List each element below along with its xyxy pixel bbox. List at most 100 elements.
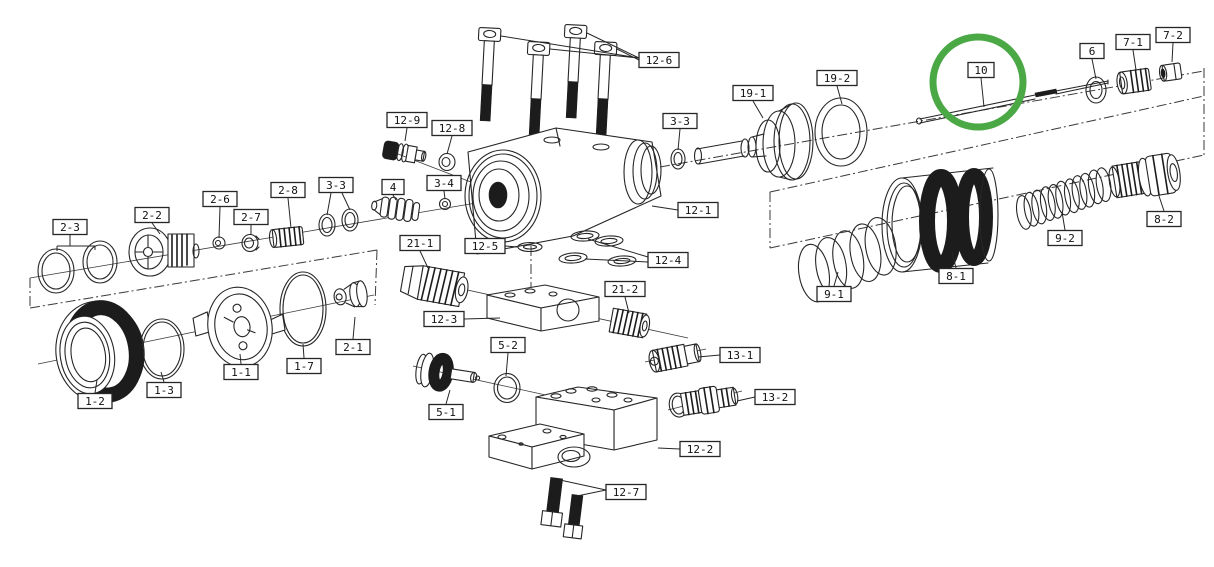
label-12-3[interactable]: 12-3 xyxy=(423,310,465,328)
label-21-2[interactable]: 21-2 xyxy=(604,280,646,298)
label-2-3[interactable]: 2-3 xyxy=(52,218,88,236)
svg-text:8-1: 8-1 xyxy=(946,270,966,283)
label-13-1[interactable]: 13-1 xyxy=(719,346,761,364)
part-10-needle xyxy=(915,79,1109,125)
svg-text:4: 4 xyxy=(390,181,397,194)
label-5-1[interactable]: 5-1 xyxy=(428,403,464,421)
label-12-7[interactable]: 12-7 xyxy=(605,483,647,501)
svg-text:19-2: 19-2 xyxy=(824,72,851,85)
svg-text:9-1: 9-1 xyxy=(824,288,844,301)
part-2-2-valve xyxy=(128,227,200,277)
label-1-3[interactable]: 1-3 xyxy=(146,381,182,399)
svg-text:2-2: 2-2 xyxy=(142,209,162,222)
label-1-2[interactable]: 1-2 xyxy=(77,392,113,410)
label-12-8[interactable]: 12-8 xyxy=(431,119,473,137)
svg-text:1-2: 1-2 xyxy=(85,395,105,408)
part-6-oring xyxy=(1085,76,1107,104)
part-8-1-cap xyxy=(881,167,999,273)
part-21-2-plug xyxy=(608,307,651,339)
label-2-1[interactable]: 2-1 xyxy=(335,338,371,356)
part-19-2-oring xyxy=(814,97,868,167)
label-7-2[interactable]: 7-2 xyxy=(1155,26,1191,44)
svg-text:3-3: 3-3 xyxy=(326,179,346,192)
svg-text:2-1: 2-1 xyxy=(343,341,363,354)
svg-text:3-4: 3-4 xyxy=(434,177,454,190)
label-4[interactable]: 4 xyxy=(381,178,405,196)
part-7-2-nut xyxy=(1158,62,1183,82)
part-12-2-block xyxy=(488,386,658,470)
svg-text:21-1: 21-1 xyxy=(407,237,434,250)
svg-text:12-9: 12-9 xyxy=(394,114,421,127)
label-2-6[interactable]: 2-6 xyxy=(202,190,238,208)
part-12-8-washer xyxy=(438,152,456,172)
label-8-2[interactable]: 8-2 xyxy=(1146,210,1182,228)
part-labels: 12-6 19-1 19-2 10 6 7-1 7-2 12-9 12-8 3-… xyxy=(52,26,1191,501)
label-3-3-left[interactable]: 3-3 xyxy=(318,176,354,194)
part-2-7-nut xyxy=(241,233,260,253)
part-12-9-fitting xyxy=(382,140,427,164)
part-5-2-oring xyxy=(493,372,521,404)
part-21-1-fitting xyxy=(399,265,469,308)
svg-text:12-1: 12-1 xyxy=(685,204,712,217)
highlight-circle[interactable] xyxy=(929,33,1027,131)
part-3-3-oring-right xyxy=(670,148,686,170)
label-2-8[interactable]: 2-8 xyxy=(270,181,306,199)
label-6[interactable]: 6 xyxy=(1079,42,1105,60)
svg-text:2-6: 2-6 xyxy=(210,193,230,206)
svg-text:7-1: 7-1 xyxy=(1123,36,1143,49)
label-5-2[interactable]: 5-2 xyxy=(490,336,526,354)
svg-text:21-2: 21-2 xyxy=(612,283,639,296)
part-13-2-nipple xyxy=(668,385,739,418)
svg-text:2-8: 2-8 xyxy=(278,184,298,197)
label-13-2[interactable]: 13-2 xyxy=(754,388,796,406)
part-7-1-packing xyxy=(1116,67,1152,95)
part-1-7-oring xyxy=(279,271,327,347)
axis-lines xyxy=(29,68,1205,411)
label-12-4[interactable]: 12-4 xyxy=(647,251,689,269)
svg-text:8-2: 8-2 xyxy=(1154,213,1174,226)
label-12-9[interactable]: 12-9 xyxy=(386,111,428,129)
svg-text:7-2: 7-2 xyxy=(1163,29,1183,42)
label-19-2[interactable]: 19-2 xyxy=(816,69,858,87)
part-2-6-washer xyxy=(212,236,226,250)
part-3-3-orings-left xyxy=(318,208,359,237)
label-9-1[interactable]: 9-1 xyxy=(816,285,852,303)
svg-text:3-3: 3-3 xyxy=(670,115,690,128)
label-12-5[interactable]: 12-5 xyxy=(464,237,506,255)
label-21-1[interactable]: 21-1 xyxy=(399,234,441,252)
label-3-3-top[interactable]: 3-3 xyxy=(662,112,698,130)
svg-text:13-2: 13-2 xyxy=(762,391,789,404)
part-12-1-body xyxy=(464,127,662,255)
part-2-3-orings xyxy=(37,240,118,294)
svg-text:12-4: 12-4 xyxy=(655,254,682,267)
part-12-3-block xyxy=(486,284,600,332)
label-12-6[interactable]: 12-6 xyxy=(638,51,680,69)
part-8-2-fitting xyxy=(1108,152,1181,199)
label-2-7[interactable]: 2-7 xyxy=(233,208,269,226)
svg-text:12-6: 12-6 xyxy=(646,54,673,67)
svg-text:1-1: 1-1 xyxy=(231,366,251,379)
svg-text:10: 10 xyxy=(974,64,987,77)
label-3-4[interactable]: 3-4 xyxy=(426,174,462,192)
part-1-1-aircap xyxy=(192,286,286,368)
label-8-1[interactable]: 8-1 xyxy=(938,267,974,285)
svg-text:5-1: 5-1 xyxy=(436,406,456,419)
label-12-1[interactable]: 12-1 xyxy=(677,201,719,219)
svg-text:1-7: 1-7 xyxy=(294,360,314,373)
part-1-2-ring xyxy=(55,300,145,404)
part-2-1-nozzle xyxy=(333,280,368,308)
part-5-1-adjuster xyxy=(415,352,481,392)
label-19-1[interactable]: 19-1 xyxy=(732,84,774,102)
label-10[interactable]: 10 xyxy=(967,61,995,79)
label-7-1[interactable]: 7-1 xyxy=(1115,33,1151,51)
label-1-7[interactable]: 1-7 xyxy=(286,357,322,375)
svg-text:5-2: 5-2 xyxy=(498,339,518,352)
label-12-2[interactable]: 12-2 xyxy=(679,440,721,458)
label-2-2[interactable]: 2-2 xyxy=(134,206,170,224)
part-12-6-screws xyxy=(473,23,618,136)
label-1-1[interactable]: 1-1 xyxy=(223,363,259,381)
label-9-2[interactable]: 9-2 xyxy=(1047,229,1083,247)
part-9-2-spring xyxy=(1015,167,1112,230)
